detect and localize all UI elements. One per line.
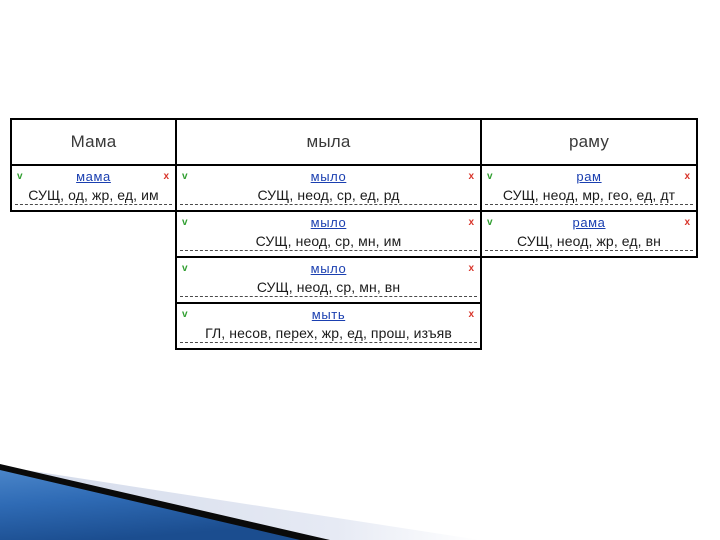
accept-check-icon[interactable]: v [182, 217, 188, 228]
reject-close-icon[interactable]: x [468, 263, 474, 274]
tags-wrapper: СУЩ, од, жр, ед, им [15, 187, 172, 205]
decor-blue-triangle [0, 470, 300, 540]
grammeme-tags: СУЩ, неод, ср, мн, вн [180, 279, 477, 297]
tags-wrapper: СУЩ, неод, жр, ед, вн [485, 233, 693, 251]
reject-close-icon[interactable]: x [684, 217, 690, 228]
grammeme-tags: ГЛ, несов, перех, жр, ед, прош, изъяв [180, 325, 477, 343]
entry-top-row: v мама x [15, 169, 172, 184]
column-header-label: Мама [70, 132, 117, 151]
accept-check-icon[interactable]: v [17, 171, 23, 182]
tags-wrapper: СУЩ, неод, мр, гео, ед, дт [485, 187, 693, 205]
table-column-2: мыла v мыло x СУЩ, неод, ср, ед, рд v мы… [175, 118, 482, 350]
lemma-link[interactable]: мама [76, 169, 111, 184]
table-row[interactable]: v рама x СУЩ, неод, жр, ед, вн [482, 212, 696, 256]
accept-check-icon[interactable]: v [487, 171, 493, 182]
reject-close-icon[interactable]: x [468, 217, 474, 228]
accept-check-icon[interactable]: v [182, 171, 188, 182]
table-row[interactable]: v мыло x СУЩ, неод, ср, ед, рд [177, 166, 480, 212]
slide-decoration [0, 464, 480, 540]
tags-wrapper: ГЛ, несов, перех, жр, ед, прош, изъяв [180, 325, 477, 343]
lemma-link[interactable]: рам [576, 169, 602, 184]
grammeme-tags: СУЩ, неод, ср, мн, им [180, 233, 477, 251]
grammeme-tags: СУЩ, неод, мр, гео, ед, дт [485, 187, 693, 205]
decor-gray-wedge [0, 466, 480, 540]
reject-close-icon[interactable]: x [684, 171, 690, 182]
entry-top-row: v рама x [485, 215, 693, 230]
column-header-label: раму [568, 132, 610, 151]
entry-top-row: v мыло x [180, 169, 477, 184]
entry-top-row: v рам x [485, 169, 693, 184]
tags-wrapper: СУЩ, неод, ср, мн, им [180, 233, 477, 251]
reject-close-icon[interactable]: x [468, 309, 474, 320]
reject-close-icon[interactable]: x [163, 171, 169, 182]
table-row[interactable]: v мыло x СУЩ, неод, ср, мн, вн [177, 258, 480, 304]
column-header-2: мыла [177, 120, 480, 166]
lemma-link[interactable]: рама [572, 215, 606, 230]
decor-black-band [0, 464, 330, 540]
lemma-link[interactable]: мыло [310, 261, 347, 276]
table-row[interactable]: v мыло x СУЩ, неод, ср, мн, им [177, 212, 480, 258]
morphology-table: Мама v мама x СУЩ, од, жр, ед, им мыла [10, 118, 700, 350]
entry-top-row: v мыло x [180, 215, 477, 230]
grammeme-tags: СУЩ, од, жр, ед, им [15, 187, 172, 205]
accept-check-icon[interactable]: v [182, 309, 188, 320]
column-header-label: мыла [306, 132, 351, 151]
grammeme-tags: СУЩ, неод, ср, ед, рд [180, 187, 477, 205]
tags-wrapper: СУЩ, неод, ср, мн, вн [180, 279, 477, 297]
lemma-link[interactable]: мыть [311, 307, 346, 322]
accept-check-icon[interactable]: v [182, 263, 188, 274]
lemma-link[interactable]: мыло [310, 215, 347, 230]
tags-wrapper: СУЩ, неод, ср, ед, рд [180, 187, 477, 205]
table-row[interactable]: v рам x СУЩ, неод, мр, гео, ед, дт [482, 166, 696, 212]
accept-check-icon[interactable]: v [487, 217, 493, 228]
reject-close-icon[interactable]: x [468, 171, 474, 182]
entry-top-row: v мыть x [180, 307, 477, 322]
entry-top-row: v мыло x [180, 261, 477, 276]
column-header-1: Мама [12, 120, 175, 166]
table-column-3: раму v рам x СУЩ, неод, мр, гео, ед, дт … [480, 118, 698, 258]
lemma-link[interactable]: мыло [310, 169, 347, 184]
table-row[interactable]: v мама x СУЩ, од, жр, ед, им [12, 166, 175, 210]
column-header-3: раму [482, 120, 696, 166]
table-column-1: Мама v мама x СУЩ, од, жр, ед, им [10, 118, 177, 212]
table-row[interactable]: v мыть x ГЛ, несов, перех, жр, ед, прош,… [177, 304, 480, 348]
grammeme-tags: СУЩ, неод, жр, ед, вн [485, 233, 693, 251]
